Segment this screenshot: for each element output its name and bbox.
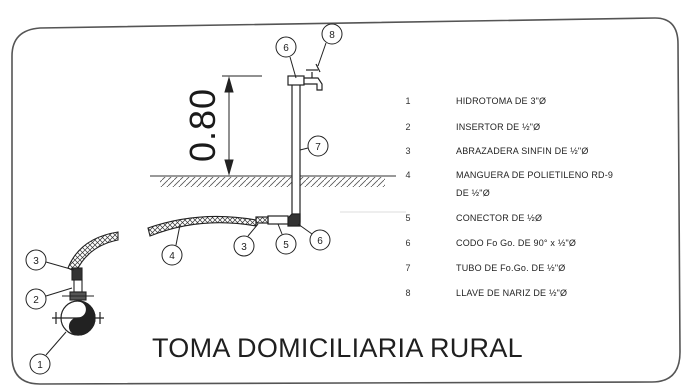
legend-desc-3: ABRAZADERA SINFIN DE ½"Ø — [456, 146, 589, 156]
drawing-title: TOMA DOMICILIARIA RURAL — [152, 333, 523, 363]
legend-desc-5: CONECTOR DE ½Ø — [456, 213, 543, 223]
svg-text:5: 5 — [283, 240, 289, 251]
svg-text:3: 3 — [33, 256, 39, 267]
svg-text:8: 8 — [329, 30, 335, 41]
callout-7: 7 — [299, 135, 329, 157]
callout-3-right: 3 — [233, 223, 259, 257]
dimension-line — [222, 75, 262, 176]
legend-desc-2: INSERTOR DE ½"Ø — [456, 122, 541, 132]
dimension-value: 0.80 — [182, 87, 224, 163]
legend-num-2: 2 — [405, 122, 411, 132]
hidrotoma — [52, 300, 104, 336]
ground-line — [150, 175, 406, 213]
callouts: 6 8 7 6 5 3 4 3 — [25, 23, 343, 375]
dimension-label: 0.80 — [180, 80, 226, 170]
legend-desc-4b: DE ½"Ø — [456, 188, 490, 198]
legend-num-3: 3 — [405, 146, 411, 156]
legend-num-4: 4 — [405, 170, 411, 180]
svg-text:4: 4 — [169, 251, 175, 262]
hose — [147, 215, 257, 237]
legend-desc-6: CODO Fo Go. DE 90° x ½"Ø — [456, 238, 577, 248]
legend-num-5: 5 — [405, 213, 411, 223]
vertical-pipe — [291, 83, 301, 223]
svg-text:6: 6 — [283, 43, 289, 54]
legend-num-7: 7 — [405, 263, 411, 273]
legend-desc-1: HIDROTOMA DE 3"Ø — [456, 96, 547, 106]
legend-num-8: 8 — [405, 288, 411, 298]
faucet — [287, 63, 323, 91]
svg-text:6: 6 — [317, 236, 323, 247]
svg-text:7: 7 — [315, 142, 321, 153]
callout-8: 8 — [317, 23, 343, 67]
callout-6-bottom: 6 — [297, 223, 331, 251]
callout-2: 2 — [25, 287, 73, 310]
insertor — [62, 267, 94, 301]
legend-desc-4: MANGUERA DE POLIETILENO RD-9 — [456, 170, 614, 180]
svg-text:3: 3 — [241, 242, 247, 253]
svg-text:2: 2 — [33, 295, 39, 306]
hose-left — [67, 231, 119, 273]
legend-num-6: 6 — [405, 238, 411, 248]
callout-4: 4 — [161, 224, 183, 266]
legend-desc-8: LLAVE DE NARIZ DE ½"Ø — [456, 288, 568, 298]
svg-text:1: 1 — [37, 360, 43, 371]
callout-6-top: 6 — [275, 36, 297, 79]
border-frame — [11, 17, 681, 385]
legend-num-1: 1 — [405, 96, 411, 106]
legend-desc-7: TUBO DE Fo.Go. DE ½"Ø — [456, 263, 566, 273]
callout-5: 5 — [275, 223, 297, 255]
callout-1: 1 — [29, 331, 67, 375]
callout-3-left: 3 — [25, 249, 75, 271]
